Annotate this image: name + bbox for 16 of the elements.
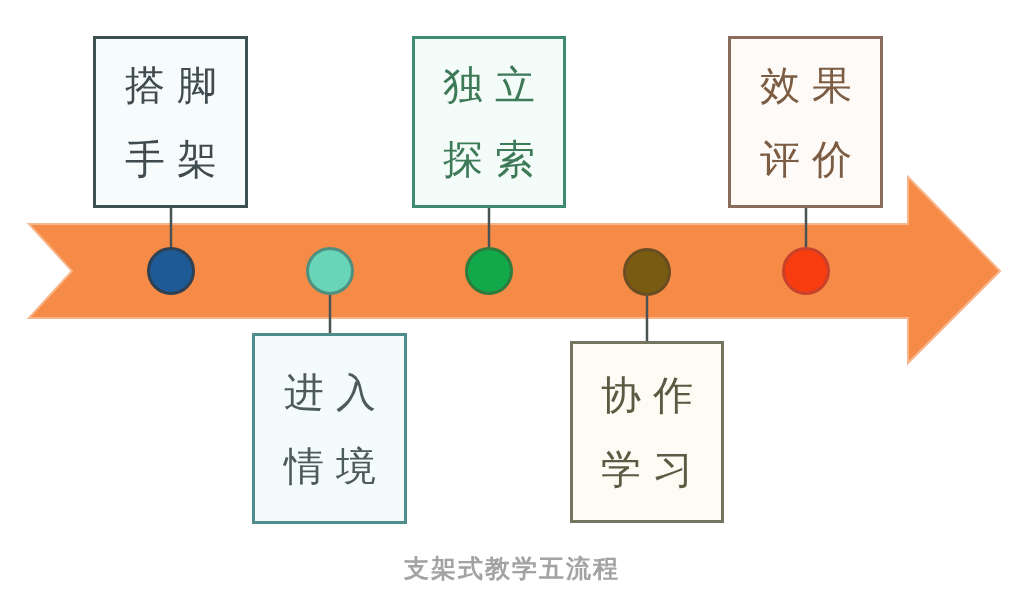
step-label: 效果评价: [758, 61, 864, 184]
leader-line: [328, 295, 332, 333]
leader-line: [645, 296, 649, 341]
step-box: [728, 36, 883, 208]
step-box: [252, 333, 407, 524]
leader-line: [804, 208, 808, 247]
step-label: 独立探索: [442, 61, 547, 184]
leader-line: [487, 208, 491, 247]
step-label: 进入情境: [282, 367, 388, 491]
step-box: [412, 36, 566, 208]
step-label: 协作学习: [600, 371, 705, 494]
step-label: 搭脚手架: [123, 61, 229, 184]
step-box: [93, 36, 248, 208]
step-box: [570, 341, 724, 523]
caption: 支架式教学五流程: [404, 554, 620, 583]
leader-line: [169, 208, 173, 247]
